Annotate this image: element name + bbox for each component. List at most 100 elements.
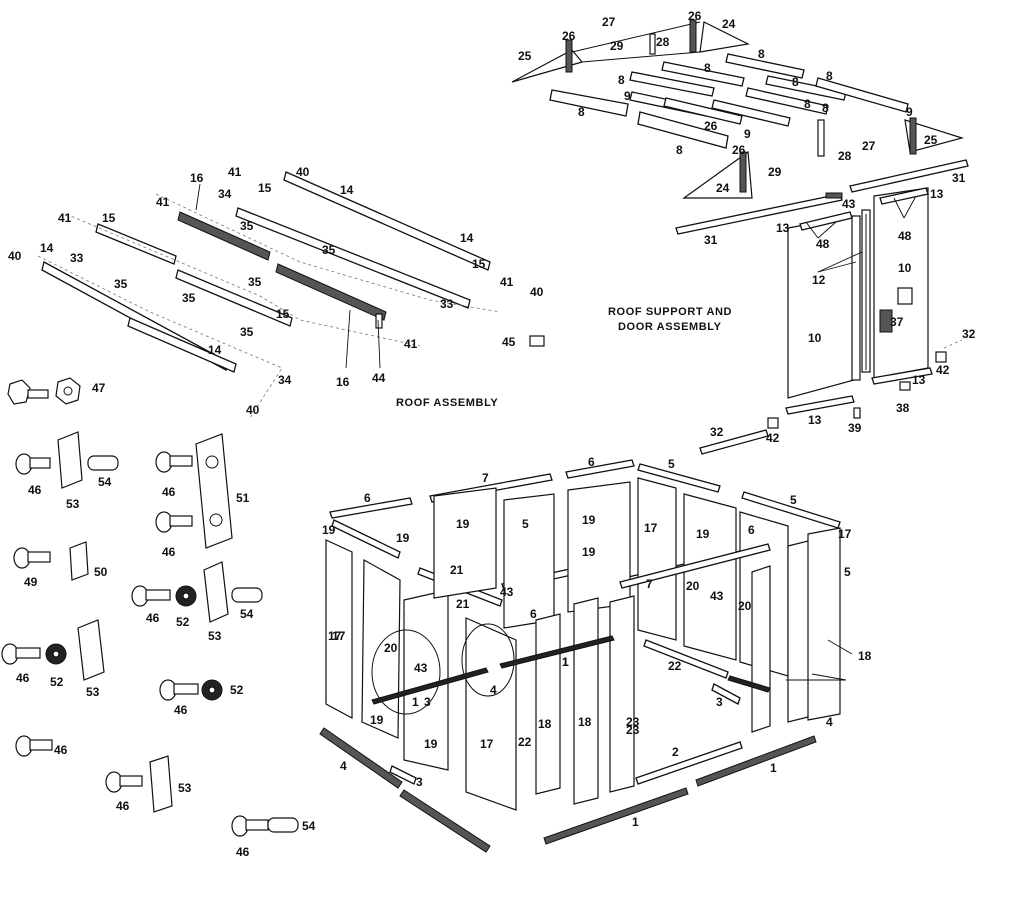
callout-walls-17: 17 (480, 737, 494, 751)
callout-roof_support-27: 27 (602, 15, 616, 29)
callout-walls-17: 17 (332, 629, 346, 643)
callout-roof-35: 35 (322, 243, 336, 257)
callout-hardware-53: 53 (86, 685, 100, 699)
callout-roof_support-12: 12 (812, 273, 826, 287)
gable-front (682, 150, 753, 199)
callout-hardware-46: 46 (28, 483, 42, 497)
callout-walls-2: 2 (672, 745, 679, 759)
callout-walls-5: 5 (522, 517, 529, 531)
roof-support-assembly (511, 19, 969, 455)
callout-roof_support-9: 9 (624, 89, 631, 103)
callout-roof_support-43: 43 (842, 197, 856, 211)
callout-roof_support-8: 8 (676, 143, 683, 157)
callout-roof_support-10: 10 (898, 261, 912, 275)
callout-roof-41: 41 (500, 275, 514, 289)
callout-hardware-52: 52 (230, 683, 244, 697)
callout-roof_support-13: 13 (912, 373, 926, 387)
callout-roof_support-48: 48 (898, 229, 912, 243)
callout-roof_support-25: 25 (518, 49, 532, 63)
callout-roof-16: 16 (336, 375, 350, 389)
callout-walls-19: 19 (396, 531, 410, 545)
callout-roof_support-8: 8 (578, 105, 585, 119)
callout-walls-18: 18 (538, 717, 552, 731)
brace-28b (817, 119, 825, 157)
callout-walls-4: 4 (340, 759, 347, 773)
callout-roof-15: 15 (472, 257, 486, 271)
callout-hardware-46: 46 (162, 545, 176, 559)
callout-roof_support-32: 32 (962, 327, 976, 341)
post-26c (739, 151, 747, 193)
callout-walls-4: 4 (826, 715, 833, 729)
callout-roof-34: 34 (278, 373, 292, 387)
callout-roof-45: 45 (502, 335, 516, 349)
callout-roof_support-42: 42 (936, 363, 950, 377)
callout-roof-15: 15 (276, 307, 290, 321)
callout-walls-1: 1 (632, 815, 639, 829)
callout-hardware-50: 50 (94, 565, 108, 579)
callout-roof-34: 34 (218, 187, 232, 201)
callout-hardware-46: 46 (174, 703, 188, 717)
callout-roof_support-8: 8 (822, 101, 829, 115)
callout-walls-22: 22 (668, 659, 682, 673)
latch-37 (879, 309, 893, 333)
callout-hardware-52: 52 (176, 615, 190, 629)
callout-roof-44: 44 (372, 371, 386, 385)
callout-roof-14: 14 (208, 343, 222, 357)
clip-43 (825, 192, 843, 199)
callout-walls-19: 19 (456, 517, 470, 531)
gable-left (511, 49, 584, 83)
callout-roof_support-25: 25 (924, 133, 938, 147)
callout-roof-41: 41 (58, 211, 72, 225)
callout-walls-18: 18 (858, 649, 872, 663)
callout-roof-40: 40 (296, 165, 310, 179)
callout-roof-16: 16 (190, 171, 204, 185)
callout-hardware-46: 46 (54, 743, 68, 757)
ridge-cap-16b (275, 263, 387, 321)
callout-roof_support-24: 24 (716, 181, 730, 195)
post-26a (565, 39, 573, 73)
callout-roof_support-26: 26 (704, 119, 718, 133)
callout-roof_support-8: 8 (826, 69, 833, 83)
callout-walls-7: 7 (482, 471, 489, 485)
callout-walls-21: 21 (456, 597, 470, 611)
callout-roof_support-9: 9 (744, 127, 751, 141)
callout-roof_support-39: 39 (848, 421, 862, 435)
callout-roof-35: 35 (248, 275, 262, 289)
callout-walls-6: 6 (530, 607, 537, 621)
callout-walls-7: 7 (646, 577, 653, 591)
callout-walls-19: 19 (582, 545, 596, 559)
callout-walls-1: 1 (562, 655, 569, 669)
callout-roof-33: 33 (70, 251, 84, 265)
callout-walls-1: 1 (562, 655, 569, 669)
callout-hardware-53: 53 (208, 629, 222, 643)
callout-roof_support-8: 8 (792, 75, 799, 89)
callout-walls-43: 43 (710, 589, 724, 603)
callout-roof-15: 15 (258, 181, 272, 195)
callout-hardware-53: 53 (66, 497, 80, 511)
callout-roof-14: 14 (40, 241, 54, 255)
ridge-cap-16a (177, 211, 271, 261)
callout-roof_support-29: 29 (610, 39, 624, 53)
callout-roof_support-48: 48 (816, 237, 830, 251)
callout-hardware-46: 46 (162, 485, 176, 499)
callout-roof_support-8: 8 (704, 61, 711, 75)
callout-walls-6: 6 (364, 491, 371, 505)
roof-assembly-title: ROOF ASSEMBLY (396, 397, 498, 409)
callout-walls-6: 6 (588, 455, 595, 469)
callout-roof-41: 41 (404, 337, 418, 351)
callout-roof-15: 15 (102, 211, 116, 225)
callout-walls-21: 21 (450, 563, 464, 577)
callout-walls-1: 1 (770, 761, 777, 775)
post-26d (909, 117, 917, 155)
callout-roof_support-32: 32 (710, 425, 724, 439)
door-right (873, 187, 929, 379)
callout-roof_support-8: 8 (804, 97, 811, 111)
callout-roof_support-26: 26 (732, 143, 746, 157)
callout-roof-41: 41 (228, 165, 242, 179)
callout-walls-19: 19 (424, 737, 438, 751)
callout-hardware-54: 54 (302, 819, 316, 833)
callout-walls-19: 19 (582, 513, 596, 527)
callout-hardware-46: 46 (116, 799, 130, 813)
